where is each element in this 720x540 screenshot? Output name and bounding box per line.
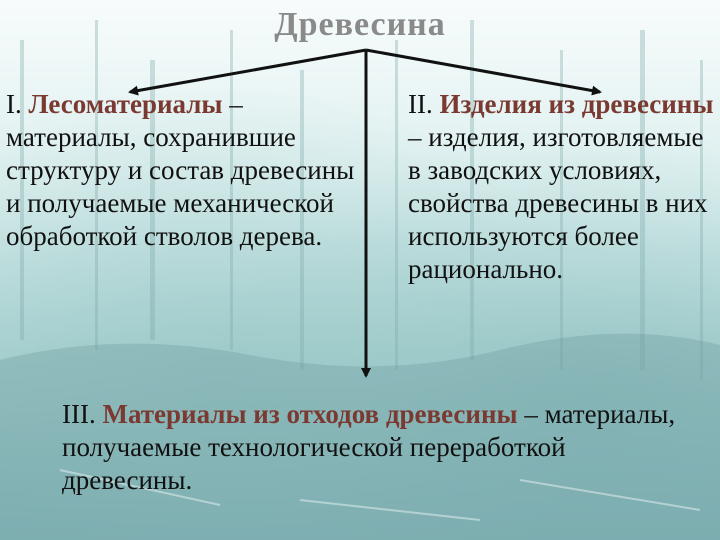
diagram-title: Древесина xyxy=(274,6,446,43)
section-numeral: II. xyxy=(408,89,433,119)
section-definition: – материалы, получаемые технологической … xyxy=(62,399,676,495)
section-lumber: I. Лесоматериалы – материалы, сохранивши… xyxy=(6,88,356,253)
section-numeral: I. xyxy=(6,89,22,119)
section-definition: – изделия, изготовляемые в заводских усл… xyxy=(408,122,708,284)
section-definition: – материалы, сохранившие структуру и сос… xyxy=(6,89,355,251)
section-waste-materials: III. Материалы из отходов древесины – ма… xyxy=(62,398,702,497)
arrow-left xyxy=(128,48,367,96)
section-term: Материалы из отходов древесины xyxy=(102,399,518,429)
section-term: Лесоматериалы xyxy=(28,89,223,119)
section-wood-products: II. Изделия из древесины – изделия, изго… xyxy=(408,88,718,286)
arrow-right xyxy=(365,48,602,96)
section-numeral: III. xyxy=(62,399,96,429)
section-term: Изделия из древесины xyxy=(439,89,714,119)
